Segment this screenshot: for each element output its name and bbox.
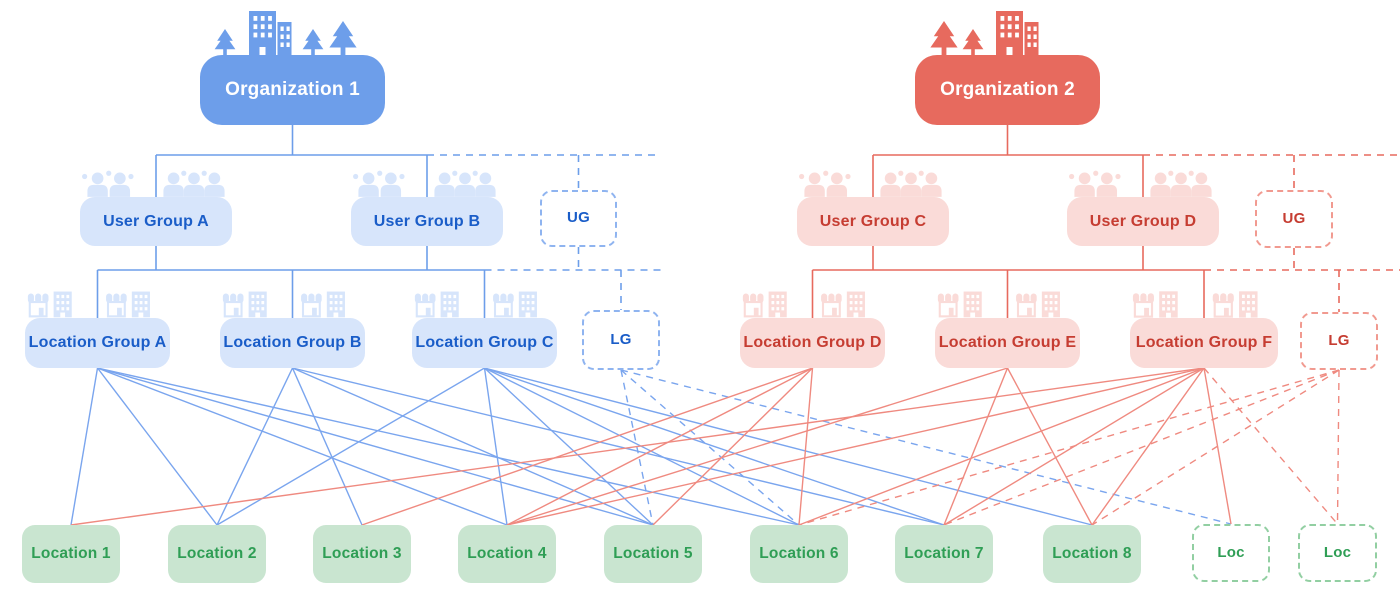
node-location-3: Location 3 [313,525,411,583]
node-location-group-a: Location Group A [25,291,170,368]
node-label: LG [1328,331,1350,349]
node-location-6: Location 6 [750,525,848,583]
node-label: Location 3 [322,545,402,563]
node-location-1: Location 1 [22,525,120,583]
node-location-2: Location 2 [168,525,266,583]
node-label: Location 1 [31,545,111,563]
node-location-group-c: Location Group C [412,291,557,368]
node-ug-placeholder-red: UG [1255,190,1333,248]
node-location-group-b: Location Group B [220,291,365,368]
node-label: Location Group F [1135,334,1273,352]
node-label: Location 4 [467,545,547,563]
node-lg-placeholder-blue: LG [582,310,660,370]
node-user-group-a: User Group A [80,170,232,246]
node-label: User Group C [819,212,927,230]
node-label: UG [1282,209,1306,227]
node-location-8: Location 8 [1043,525,1141,583]
node-label: LG [610,330,632,348]
node-label: Location 7 [904,545,984,563]
node-label: User Group D [1089,212,1197,230]
node-ug-placeholder-blue: UG [540,190,617,247]
node-label: UG [567,209,590,227]
node-label: User Group B [373,212,481,230]
node-label: Organization 2 [940,78,1075,100]
node-label: Location 6 [759,545,839,563]
node-label: Location 5 [613,545,693,563]
node-label: Location 2 [177,545,257,563]
node-user-group-b: User Group B [351,170,503,246]
node-label: Location Group C [415,334,554,352]
node-user-group-d: User Group D [1067,170,1219,246]
node-label: Organization 1 [225,78,360,100]
node-label: Loc [1217,543,1245,561]
node-label: Loc [1323,543,1352,561]
node-organization-2: Organization 2 [915,11,1100,125]
node-user-group-c: User Group C [797,170,949,246]
node-location-4: Location 4 [458,525,556,583]
node-label: User Group A [103,212,209,230]
node-label: Location Group A [28,334,167,352]
node-loc-placeholder-1: Loc [1192,524,1270,582]
node-location-group-d: Location Group D [740,291,885,368]
node-lg-placeholder-red: LG [1300,312,1378,370]
node-location-group-f: Location Group F [1130,291,1278,368]
node-label: Location Group D [743,334,882,352]
node-location-7: Location 7 [895,525,993,583]
node-location-group-e: Location Group E [935,291,1080,368]
node-label: Location 8 [1052,545,1132,563]
node-location-5: Location 5 [604,525,702,583]
node-organization-1: Organization 1 [200,11,385,125]
node-loc-placeholder-2: Loc [1298,524,1377,582]
node-label: Location Group B [223,334,362,352]
node-label: Location Group E [938,334,1077,352]
